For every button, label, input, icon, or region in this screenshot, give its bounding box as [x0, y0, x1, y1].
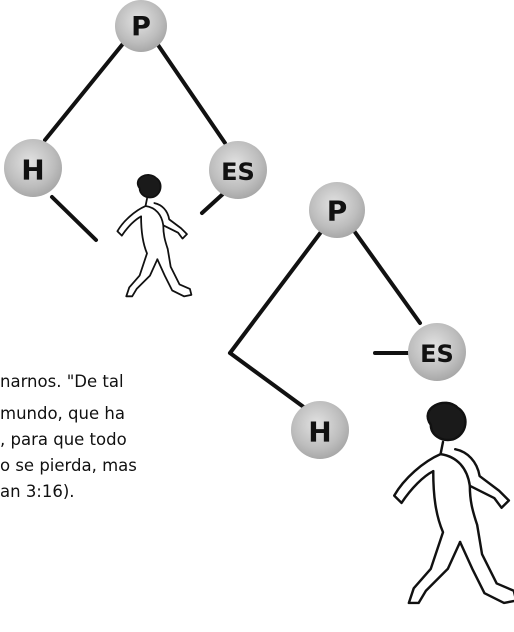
walking-man-top-illustration: [116, 174, 193, 298]
diagram-bottom: P ES H: [228, 182, 514, 605]
diagram-top: P H ES: [4, 0, 267, 298]
text-line-4: o se pierda, mas: [0, 456, 137, 475]
node-h-top: H: [4, 139, 62, 197]
node-p-top: P: [115, 0, 167, 52]
node-p-bottom: P: [309, 182, 365, 238]
walking-man-bottom-illustration: [392, 401, 514, 605]
text-line-1: narnos. "De tal: [0, 372, 124, 391]
node-es-top: ES: [209, 141, 267, 199]
edge-h-corner-bottom: [228, 351, 307, 410]
edge-p-h-top: [43, 38, 128, 142]
text-line-2: mundo, que ha: [0, 404, 125, 423]
node-h-top-label: H: [21, 154, 44, 187]
edge-p-h-bottom: [228, 226, 326, 355]
text-line-3: , para que todo: [0, 430, 127, 449]
node-es-top-label: ES: [221, 158, 255, 186]
node-p-top-label: P: [131, 12, 151, 43]
edge-h-gap-top: [50, 195, 98, 242]
edge-p-es-top: [154, 40, 227, 145]
node-h-bottom: H: [291, 401, 349, 459]
node-es-bottom: ES: [408, 323, 466, 381]
node-p-bottom-label: P: [327, 195, 348, 228]
node-h-bottom-label: H: [308, 416, 331, 449]
edge-es-gap-top: [200, 191, 226, 215]
text-fragment: narnos. "De tal mundo, que ha , para que…: [0, 372, 137, 501]
text-line-5: an 3:16).: [0, 482, 75, 501]
node-es-bottom-label: ES: [420, 340, 454, 368]
edge-p-es-bottom: [350, 226, 422, 325]
